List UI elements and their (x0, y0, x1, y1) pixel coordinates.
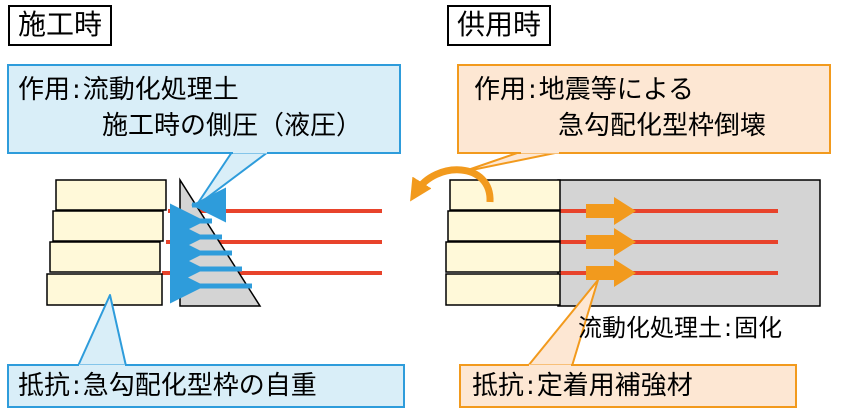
formwork-block (447, 210, 561, 242)
resistance-separator: : (72, 371, 81, 401)
action-separator: : (528, 75, 537, 105)
construction-panel (7, 64, 405, 408)
formwork-block (49, 241, 161, 273)
construction-resistance-text: 抵抗:急勾配化型枠の自重 (18, 373, 317, 399)
service-title: 供用時 (447, 5, 552, 46)
action-callout-box-left (7, 64, 401, 154)
service-panel (410, 64, 831, 408)
action-callout-pointer-left (195, 151, 269, 207)
formwork-block (52, 210, 164, 242)
resistance-value: 定着用補強材 (536, 371, 693, 401)
resistance-separator: : (526, 371, 535, 401)
formwork-block (46, 273, 163, 306)
action-line2: 施工時の側圧（液圧） (102, 111, 363, 141)
service-resistance-text: 抵抗:定着用補強材 (472, 373, 693, 399)
action-callout-box-right (457, 64, 831, 154)
action-line1: 流動化処理土 (82, 75, 239, 105)
action-line1: 地震等による (538, 75, 695, 105)
soil-label: 流動化処理土 (578, 314, 722, 342)
resistance-value: 急勾配化型枠の自重 (82, 371, 317, 401)
action-callout-pointer-right (461, 151, 561, 173)
soil-separator: : (724, 314, 733, 342)
overturn-rotation-arrow (410, 166, 494, 203)
formwork-block (445, 241, 561, 273)
formwork-block (445, 273, 561, 306)
action-line2: 急勾配化型枠倒壊 (558, 111, 767, 141)
formwork-block (449, 179, 561, 211)
soil-state-label: 流動化処理土:固化 (578, 316, 782, 340)
resistance-label: 抵抗 (472, 371, 525, 401)
anchor-arrow (586, 197, 636, 225)
resistance-label: 抵抗 (18, 371, 71, 401)
service-action-text: 作用:地震等による 急勾配化型枠倒壊 (474, 72, 766, 144)
construction-action-text: 作用:流動化処理土 施工時の側圧（液圧） (18, 72, 362, 144)
construction-title: 施工時 (8, 5, 113, 46)
action-label: 作用 (474, 75, 527, 105)
resistance-callout-box-left (7, 364, 405, 408)
resistance-callout-box-right (459, 364, 797, 408)
action-label: 作用 (18, 75, 71, 105)
formwork-block (55, 179, 167, 211)
action-separator: : (72, 75, 81, 105)
anchor-arrow (586, 228, 636, 256)
pressure-arrows (170, 187, 252, 304)
soil-state: 固化 (734, 314, 783, 342)
